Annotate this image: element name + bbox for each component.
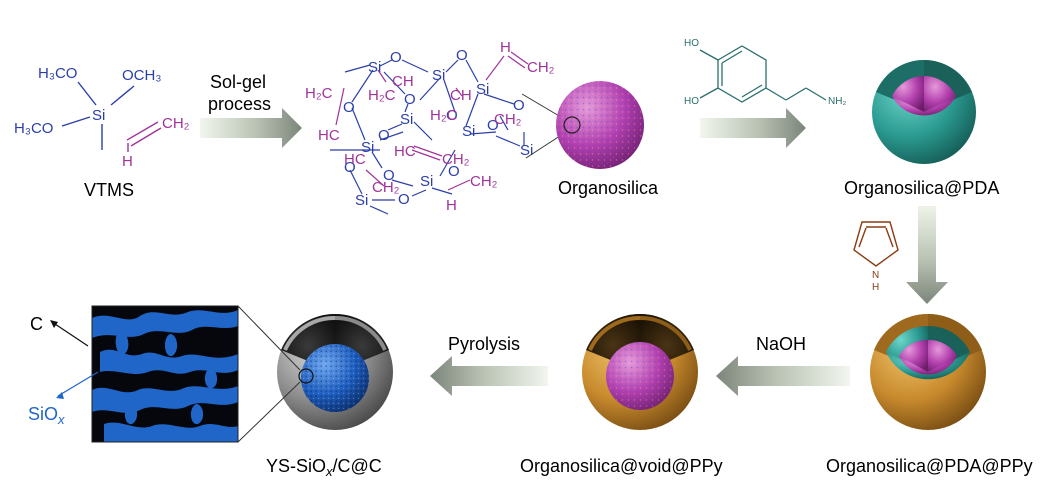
vtms-h3co-bottom: H₃CO xyxy=(14,120,53,137)
net-ch-2: CH xyxy=(450,87,472,104)
organosilica-sphere: Organosilica xyxy=(556,81,659,198)
ppy-coating-arrow xyxy=(906,206,948,304)
pyrrole-structure: N H xyxy=(853,221,899,293)
net-o-9: O xyxy=(344,159,356,176)
network-bonds xyxy=(330,59,525,215)
net-o-3: O xyxy=(343,99,355,116)
pyrrole-n: N xyxy=(872,270,879,281)
organosilica-network: Si O Si O Si O O Si O Si O Si O O Si O O… xyxy=(305,39,567,215)
solgel-label-line1: Sol-gel xyxy=(210,72,266,92)
ys-zoom-line-bottom xyxy=(237,381,301,443)
vtms-och3: OCH₃ xyxy=(122,67,161,84)
vtms-si: Si xyxy=(92,107,105,124)
net-o-5: O xyxy=(446,107,458,124)
vtms-h3co-top: H₃CO xyxy=(38,65,77,82)
naoh-arrow: NaOH xyxy=(716,334,850,396)
vtms-structure: H₃CO OCH₃ Si H₃CO CH₂ H VTMS xyxy=(14,65,190,200)
net-o-11: O xyxy=(448,163,460,180)
net-ch2-4: CH₂ xyxy=(372,179,400,196)
dopamine-ho-bottom: HO xyxy=(684,96,699,107)
organosilica-label: Organosilica xyxy=(558,178,659,198)
phase-labels: C SiOx xyxy=(28,314,99,427)
siox-label: SiOx xyxy=(28,404,65,427)
net-o-4: O xyxy=(404,91,416,108)
organosilica-void-ppy-sphere: Organosilica@void@PPy xyxy=(520,313,723,476)
naoh-label: NaOH xyxy=(756,334,806,354)
net-hc-2: HC xyxy=(394,143,416,160)
pyrrole-h: H xyxy=(872,282,879,293)
vtms-bonds xyxy=(61,81,135,150)
net-o-2: O xyxy=(456,47,468,64)
net-h-2: H xyxy=(446,197,457,214)
ys-siox-c-sphere: YS-SiOx/C@C xyxy=(237,305,393,479)
net-ch-1: CH xyxy=(392,73,414,90)
vtms-h: H xyxy=(122,153,133,170)
network-vinyl-groups: H CH₂ CH H₂C H₂C HC CH H₂C CH₂ HC CH₂ HC… xyxy=(305,39,555,214)
net-o-8: O xyxy=(513,97,525,114)
ys-zoom-line-top xyxy=(237,305,301,371)
dopamine-structure: HO HO NH₂ xyxy=(684,38,846,107)
net-hc-1: HC xyxy=(318,127,340,144)
net-o-12: O xyxy=(398,191,410,208)
net-si-3: Si xyxy=(476,81,489,98)
net-si-4: Si xyxy=(400,111,413,128)
net-si-9: Si xyxy=(355,192,368,209)
organosilica-pda-ppy-label: Organosilica@PDA@PPy xyxy=(826,456,1033,476)
net-si-5: Si xyxy=(462,123,475,140)
ys-siox-c-label: YS-SiOx/C@C xyxy=(266,456,382,479)
net-o-10: O xyxy=(383,167,395,184)
net-ch2-5: CH₂ xyxy=(470,173,498,190)
net-ch2-1: CH₂ xyxy=(527,59,555,76)
network-atoms: Si O Si O Si O O Si O Si O Si O O Si O O… xyxy=(343,47,533,209)
net-ch2-3: CH₂ xyxy=(442,151,470,168)
net-si-2: Si xyxy=(432,67,445,84)
solgel-arrow: Sol-gel process xyxy=(200,72,302,148)
ys-zoom-circle xyxy=(298,368,314,384)
organosilica-pda-ppy-sphere: Organosilica@PDA@PPy xyxy=(826,313,1033,476)
net-h2c-2: H₂C xyxy=(305,85,333,102)
net-si-1: Si xyxy=(368,59,381,76)
net-o-6: O xyxy=(378,127,390,144)
pda-coating-arrow xyxy=(700,108,806,148)
net-si-8: Si xyxy=(420,173,433,190)
vtms-vinyl xyxy=(126,121,162,152)
net-hc-3: HC xyxy=(344,151,366,168)
net-h2c-3: H₂C xyxy=(430,107,458,124)
organosilica-void-ppy-label: Organosilica@void@PPy xyxy=(520,456,723,476)
vtms-ch2: CH₂ xyxy=(162,115,190,132)
pyrolysis-label: Pyrolysis xyxy=(448,334,520,354)
zoom-circle xyxy=(563,116,581,134)
dopamine-nh2: NH₂ xyxy=(828,96,846,107)
pyrolysis-arrow: Pyrolysis xyxy=(430,334,548,396)
dopamine-ho-top: HO xyxy=(684,38,699,49)
net-si-7: Si xyxy=(520,142,533,159)
solgel-label-line2: process xyxy=(208,94,271,114)
net-o-7: O xyxy=(487,117,499,134)
net-ch2-2: CH₂ xyxy=(494,111,522,128)
organosilica-pda-sphere: Organosilica@PDA xyxy=(844,60,999,198)
net-si-6: Si xyxy=(361,139,374,156)
network-vinyl-bonds xyxy=(335,51,529,191)
siox-domains xyxy=(92,310,238,442)
net-h2c-1: H₂C xyxy=(368,87,396,104)
net-o-1: O xyxy=(390,49,402,66)
organosilica-pda-label: Organosilica@PDA xyxy=(844,178,999,198)
siox-c-microstructure xyxy=(91,305,239,443)
carbon-label: C xyxy=(30,314,43,334)
vtms-label: VTMS xyxy=(84,180,134,200)
net-h-1: H xyxy=(500,39,511,56)
